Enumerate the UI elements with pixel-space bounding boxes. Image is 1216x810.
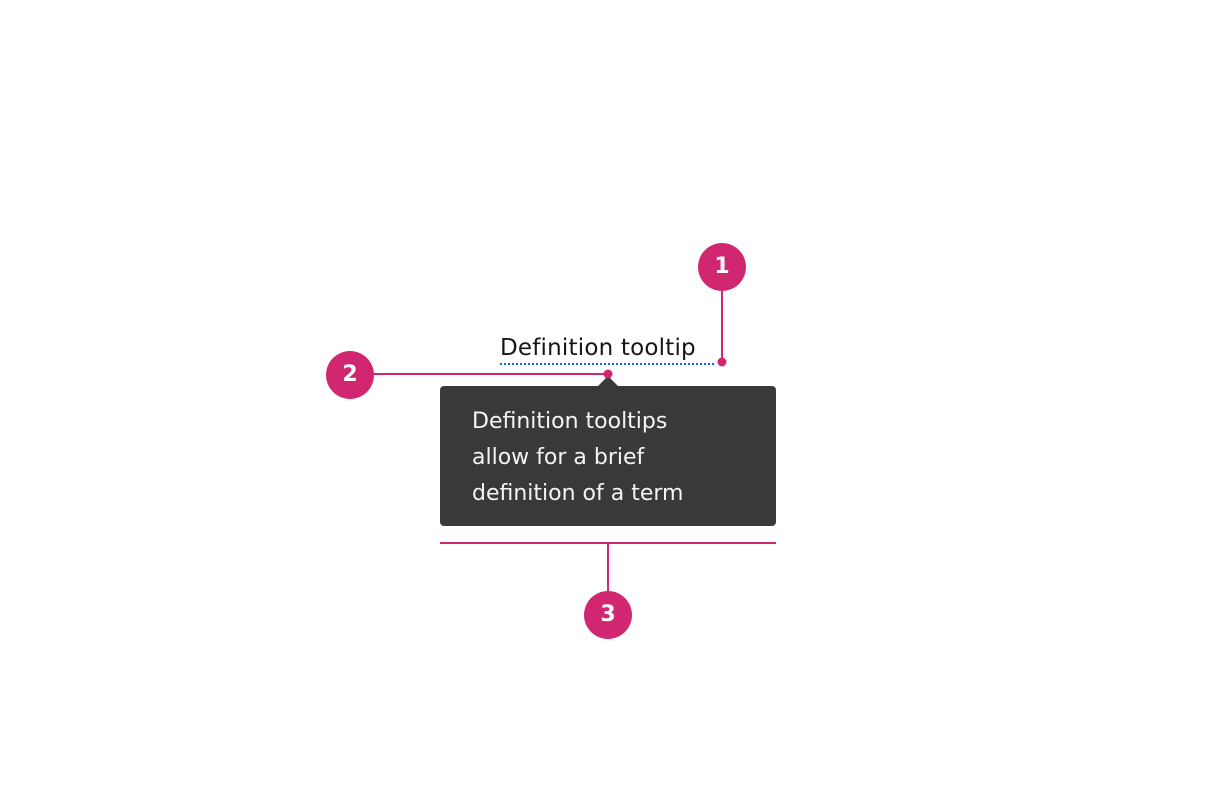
definition-term[interactable]: Definition tooltip [500,335,696,361]
callout-1-anchor-dot [717,357,727,367]
callout-badge-2: 2 [326,351,374,399]
tooltip-caret [598,376,618,386]
callout-badge-1: 1 [698,243,746,291]
callout-badge-3: 3 [584,591,632,639]
tooltip-body-text: Definition tooltips allow for a brief de… [472,409,684,506]
term-dotted-underline [500,363,714,365]
definition-tooltip: Definition tooltips allow for a brief de… [440,386,776,526]
